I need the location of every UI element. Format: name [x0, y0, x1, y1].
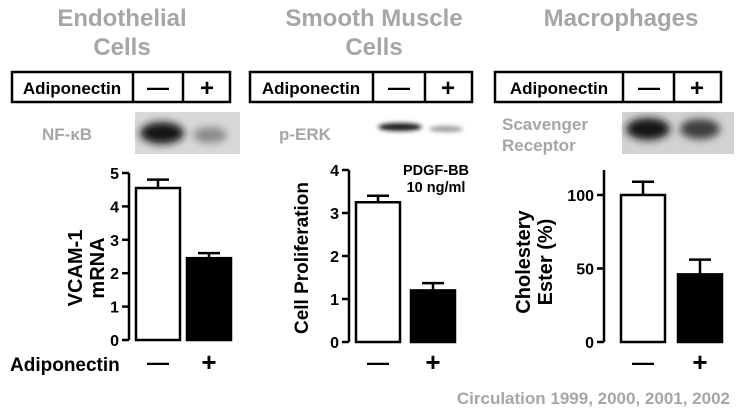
category-label: — [632, 350, 654, 375]
error-bar [147, 178, 169, 189]
x-axis-label: Adiponectin [10, 355, 120, 376]
category-label: — [367, 350, 389, 375]
y-tick-label: 50 [576, 261, 594, 278]
adiponectin-header-box: Adiponectin — + [493, 70, 723, 104]
bar-treated [185, 256, 233, 342]
category-label: — [147, 350, 169, 375]
bar-plot-proliferation: 0 1 2 3 4 — + [330, 163, 457, 377]
bar-control [354, 201, 402, 344]
header-plus: + [441, 75, 455, 102]
header-label: Adiponectin [262, 79, 360, 98]
y-tick-label: 2 [110, 266, 119, 283]
ylabel-line-1: VCAM-1 [65, 230, 87, 307]
header-minus: — [638, 75, 660, 100]
western-blot-scavenger-receptor [622, 112, 734, 154]
y-tick-label: 0 [585, 335, 594, 352]
adiponectin-header-box: Adiponectin — + [10, 70, 232, 104]
citation: Circulation 1999, 2000, 2001, 2002 [457, 389, 730, 408]
header-plus: + [200, 75, 214, 102]
blot-label-line-2: Receptor [502, 136, 576, 155]
category-label: + [201, 347, 216, 377]
bar-treated [676, 273, 724, 344]
category-label: + [692, 347, 707, 377]
ylabel: Cholestery Ester (%) [513, 209, 557, 313]
bar-plot-cholesteryl-ester: 0 50 100 — + [567, 170, 724, 377]
western-blot-perk [378, 123, 463, 132]
annotation-line-2: 10 ng/ml [407, 180, 466, 196]
y-tick-label: 3 [330, 206, 339, 223]
header-minus: — [147, 75, 169, 100]
header-plus: + [690, 75, 704, 102]
y-tick-label: 0 [330, 335, 339, 352]
y-tick-label: 2 [330, 249, 339, 266]
y-tick-label: 100 [567, 188, 594, 205]
bar-treated [409, 289, 457, 344]
category-label: + [425, 347, 440, 377]
y-tick-label: 1 [110, 300, 119, 317]
y-tick-label: 0 [110, 333, 119, 350]
blot-label: NF-κB [42, 125, 92, 144]
blot-label-line-1: Scavenger [502, 115, 588, 134]
header-label: Adiponectin [23, 79, 121, 98]
y-tick-label: 5 [110, 166, 119, 183]
bar-plot-vcam1: 0 1 2 3 4 5 — + [110, 166, 233, 377]
y-tick-label: 1 [330, 292, 339, 309]
header-minus: — [388, 75, 410, 100]
header-label: Adiponectin [510, 79, 608, 98]
bar-control [134, 186, 182, 342]
y-tick-label: 4 [110, 199, 119, 216]
ylabel-line-1: Cholestery [513, 209, 535, 313]
panel-smooth-muscle: Smooth Muscle Cells Adiponectin — + p-ER… [248, 5, 474, 377]
panel-title-line-1: Smooth Muscle [285, 5, 462, 32]
panel-title-line-2: Cells [93, 34, 150, 61]
western-blot-nfkb [135, 112, 240, 154]
ylabel: VCAM-1 mRNA [65, 230, 109, 307]
panel-title-line-1: Macrophages [544, 5, 699, 32]
y-tick-label: 4 [330, 163, 339, 180]
error-bar [632, 180, 654, 195]
blot-label: p-ERK [279, 125, 332, 144]
y-tick-label: 3 [110, 233, 119, 250]
bar-control [619, 193, 667, 344]
panel-macrophages: Macrophages Adiponectin — + Scavenger Re… [493, 5, 734, 377]
annotation-line-1: PDGF-BB [403, 163, 469, 179]
error-bar [689, 258, 711, 275]
panel-title-line-2: Cells [345, 34, 402, 61]
adiponectin-header-box: Adiponectin — + [248, 70, 474, 104]
panel-endothelial: Endothelial Cells Adiponectin — + NF-κB … [10, 5, 240, 377]
ylabel-line-2: Ester (%) [535, 219, 557, 306]
ylabel: Cell Proliferation [292, 182, 313, 334]
panel-title-line-1: Endothelial [57, 5, 186, 32]
ylabel-line-2: mRNA [87, 237, 109, 298]
